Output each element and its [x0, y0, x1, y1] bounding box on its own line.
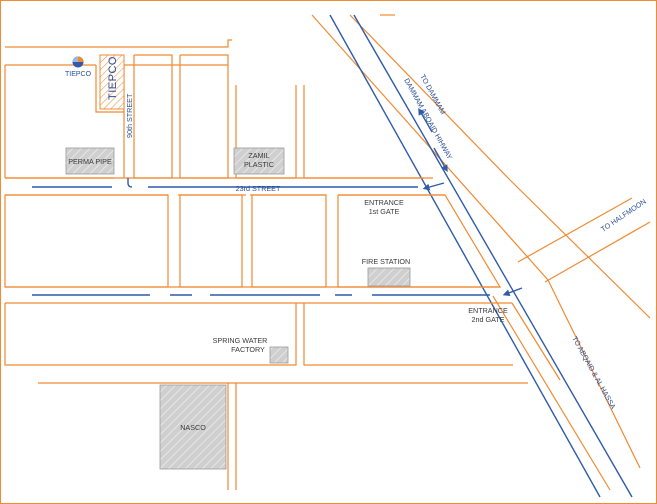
svg-text:TIEPCO: TIEPCO — [107, 56, 119, 100]
svg-text:FACTORY: FACTORY — [231, 345, 265, 354]
entrance-2nd-gate: ENTRANCE 2nd GATE — [468, 306, 508, 324]
twenty-third-street-label: 23rd STREET — [236, 184, 281, 193]
building-spring-water: SPRING WATER FACTORY — [213, 336, 289, 364]
lower-street — [5, 286, 512, 304]
svg-text:SPRING WATER: SPRING WATER — [213, 336, 268, 345]
to-abqaid-label: TO ABQAID & AL HASSA — [570, 335, 618, 411]
svg-text:ENTRANCE: ENTRANCE — [468, 306, 508, 315]
building-nasco: NASCO — [159, 384, 227, 470]
building-perma-pipe: PERMA PIPE — [65, 147, 115, 175]
direction-arrows — [127, 107, 523, 297]
south-blocks — [4, 302, 561, 490]
tiepco-logo: TIEPCO — [65, 56, 92, 78]
svg-text:ZAMIL: ZAMIL — [248, 151, 269, 160]
arrow-entrance-2-icon — [502, 287, 523, 297]
arrow-north-icon — [418, 107, 433, 133]
svg-text:1st GATE: 1st GATE — [369, 207, 400, 216]
svg-text:PERMA PIPE: PERMA PIPE — [68, 157, 112, 166]
entrance-1st-gate: ENTRANCE 1st GATE — [364, 198, 404, 216]
svg-text:PLASTIC: PLASTIC — [244, 160, 274, 169]
halfmoon-road — [517, 197, 651, 283]
svg-text:TIEPCO: TIEPCO — [65, 71, 92, 78]
svg-text:2nd GATE: 2nd GATE — [471, 315, 504, 324]
twenty-third-street — [5, 177, 445, 196]
building-zamil-plastic: ZAMIL PLASTIC — [233, 147, 285, 175]
arrow-south-icon — [433, 147, 448, 173]
svg-text:ENTRANCE: ENTRANCE — [364, 198, 404, 207]
building-fire-station: FIRE STATION — [362, 257, 411, 287]
arrow-turn-icon — [127, 178, 133, 188]
arrow-entrance-1-icon — [422, 182, 445, 191]
svg-text:FIRE STATION: FIRE STATION — [362, 257, 410, 266]
middle-blocks — [4, 194, 502, 288]
building-tiepco: TIEPCO — [99, 54, 125, 110]
svg-text:NASCO: NASCO — [180, 423, 206, 432]
ninetieth-street-label: 90th STREET — [125, 93, 134, 138]
highway-roads — [311, 14, 651, 498]
